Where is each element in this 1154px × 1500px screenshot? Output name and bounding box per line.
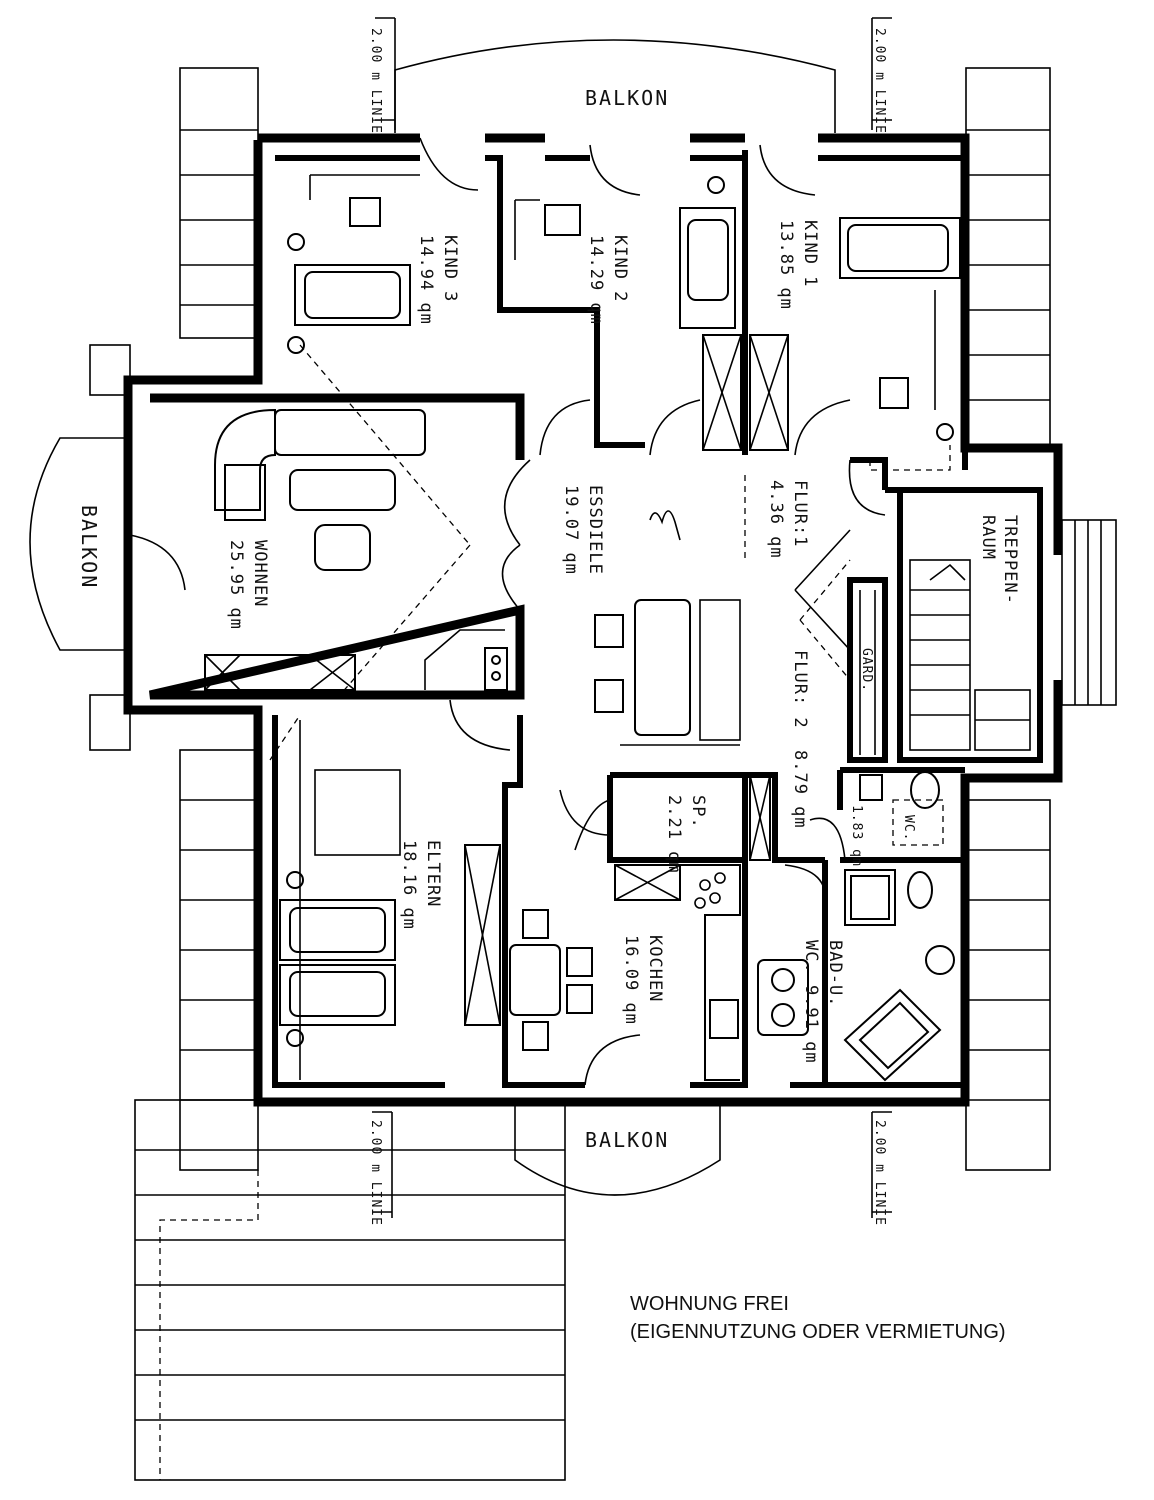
room-kind3-area: 14.94 qm <box>416 235 436 325</box>
room-kind2-label: KIND 2 14.29 qm <box>586 235 630 325</box>
height-line-top-left: 2.00 m LINIE <box>368 17 396 134</box>
roof-slope-left-lower <box>179 749 259 1171</box>
room-wc-label: WC. <box>901 815 916 841</box>
balcony-top-outline <box>394 39 836 133</box>
room-wc-area-label: 1.83 qm <box>849 805 864 867</box>
inner-wall-kind3-wohnen <box>148 393 525 700</box>
room-wohnen-label: WOHNEN 25.95 qm <box>226 540 270 630</box>
handwritten-mark <box>649 510 681 541</box>
roof-slope-left-upper <box>179 67 259 339</box>
doors <box>129 137 886 1086</box>
room-kochen-name: KOCHEN <box>645 935 665 1002</box>
wall-kind2-kind1 <box>545 150 748 455</box>
room-flur2-label: FLUR: 2 8.79 qm <box>790 650 810 829</box>
height-line-bottom-right: 2.00 m LINIE <box>871 1111 892 1226</box>
room-essdiele-name: ESSDIELE <box>585 485 605 575</box>
room-wohnen-area: 25.95 qm <box>226 540 246 630</box>
height-line-top-right-label: 2.00 m LINIE <box>872 28 887 134</box>
balcony-left-outline <box>29 437 128 651</box>
room-bad-line1: BAD-U. <box>825 940 845 1007</box>
room-kind3-label: KIND 3 14.94 qm <box>416 235 460 325</box>
balcony-bottom-label: BALKON <box>585 1128 669 1152</box>
room-eltern-name: ELTERN <box>423 840 443 907</box>
furniture-eltern <box>279 720 501 1080</box>
left-balcony-railing <box>89 344 131 751</box>
room-treppenraum-line2: RAUM <box>978 515 998 560</box>
balcony-bottom-outline <box>514 1105 721 1196</box>
room-treppenraum-line1: TREPPEN- <box>1000 515 1020 605</box>
room-flur1-name: FLUR:1 <box>790 480 810 547</box>
balcony-left-label: BALKON <box>77 505 101 589</box>
room-eltern-area: 18.16 qm <box>399 840 419 930</box>
room-kochen-label: KOCHEN 16.09 qm <box>621 935 665 1025</box>
dashed-lines <box>269 344 951 761</box>
wall-kind3-right <box>275 155 645 448</box>
room-bad-line2: WC. 9.91 qm <box>801 940 821 1064</box>
furniture-wohnen <box>204 408 508 691</box>
room-speisekammer-label: SP. 2.21 qm <box>664 795 708 874</box>
room-kind1-label: KIND 1 13.85 qm <box>776 220 820 310</box>
room-wc-name: WC. <box>901 815 916 841</box>
apartment-note: WOHNUNG FREI (EIGENNUTZUNG ODER VERMIETU… <box>630 1290 1006 1346</box>
room-wc-area: 1.83 qm <box>849 805 864 867</box>
room-essdiele-area: 19.07 qm <box>561 485 581 575</box>
wall-treppenraum <box>885 487 1043 763</box>
room-flur1-label: FLUR:1 4.36 qm <box>766 480 810 559</box>
room-garderobe-name: GARD. <box>859 648 874 692</box>
room-speisekammer-name: SP. <box>688 795 708 829</box>
room-kind2-name: KIND 2 <box>610 235 630 302</box>
room-speisekammer-area: 2.21 qm <box>664 795 684 874</box>
roof-slope-right-lower <box>965 799 1051 1171</box>
height-line-bottom-left: 2.00 m LINIE <box>368 1111 393 1226</box>
height-line-bottom-right-label: 2.00 m LINIE <box>872 1120 887 1226</box>
room-kochen-area: 16.09 qm <box>621 935 641 1025</box>
apartment-note-line1: WOHNUNG FREI <box>630 1293 789 1315</box>
height-line-top-left-label: 2.00 m LINIE <box>368 28 383 134</box>
room-flur2-area: 8.79 qm <box>790 750 810 829</box>
room-kind1-area: 13.85 qm <box>776 220 796 310</box>
height-line-bottom-left-label: 2.00 m LINIE <box>368 1120 383 1226</box>
apartment-note-line2: (EIGENNUTZUNG ODER VERMIETUNG) <box>630 1321 1006 1343</box>
balcony-left-label-group: BALKON <box>77 505 101 589</box>
room-garderobe-label: GARD. <box>859 648 874 692</box>
wall-gard <box>847 577 888 763</box>
furniture-bad <box>757 869 955 1082</box>
stair-railing-right <box>1061 519 1117 706</box>
roof-slope-right-upper <box>965 67 1051 449</box>
room-wohnen-name: WOHNEN <box>250 540 270 607</box>
furniture-kochen <box>509 864 741 1081</box>
roof-terrace-lower-left <box>134 1099 566 1481</box>
wall-kind1-flur <box>818 155 968 490</box>
room-essdiele-label: ESSDIELE 19.07 qm <box>561 485 605 575</box>
furniture-gard <box>859 590 876 755</box>
furniture-kind3 <box>287 174 420 354</box>
furniture-kind1 <box>749 217 961 451</box>
room-eltern-label: ELTERN 18.16 qm <box>399 840 443 930</box>
wall-bad-wc <box>822 767 968 1085</box>
room-treppenraum-label: TREPPEN- RAUM <box>978 515 1020 605</box>
furniture-kind2 <box>514 176 742 451</box>
staircase <box>909 559 1031 751</box>
room-bad-label: BAD-U. WC. 9.91 qm <box>801 940 845 1064</box>
room-kind1-name: KIND 1 <box>800 220 820 287</box>
height-line-top-right: 2.00 m LINIE <box>871 17 892 134</box>
room-kind2-area: 14.29 qm <box>586 235 606 325</box>
room-flur1-area: 4.36 qm <box>766 480 786 559</box>
room-kind3-name: KIND 3 <box>440 235 460 302</box>
balcony-top-label: BALKON <box>585 86 669 110</box>
wall-kochen-right <box>690 860 965 1088</box>
wall-eltern-top <box>272 715 585 1088</box>
furniture-essdiele <box>594 599 741 746</box>
room-flur2-name: FLUR: 2 <box>790 650 810 729</box>
furniture-sp <box>749 774 771 861</box>
furniture-wc <box>859 771 944 846</box>
